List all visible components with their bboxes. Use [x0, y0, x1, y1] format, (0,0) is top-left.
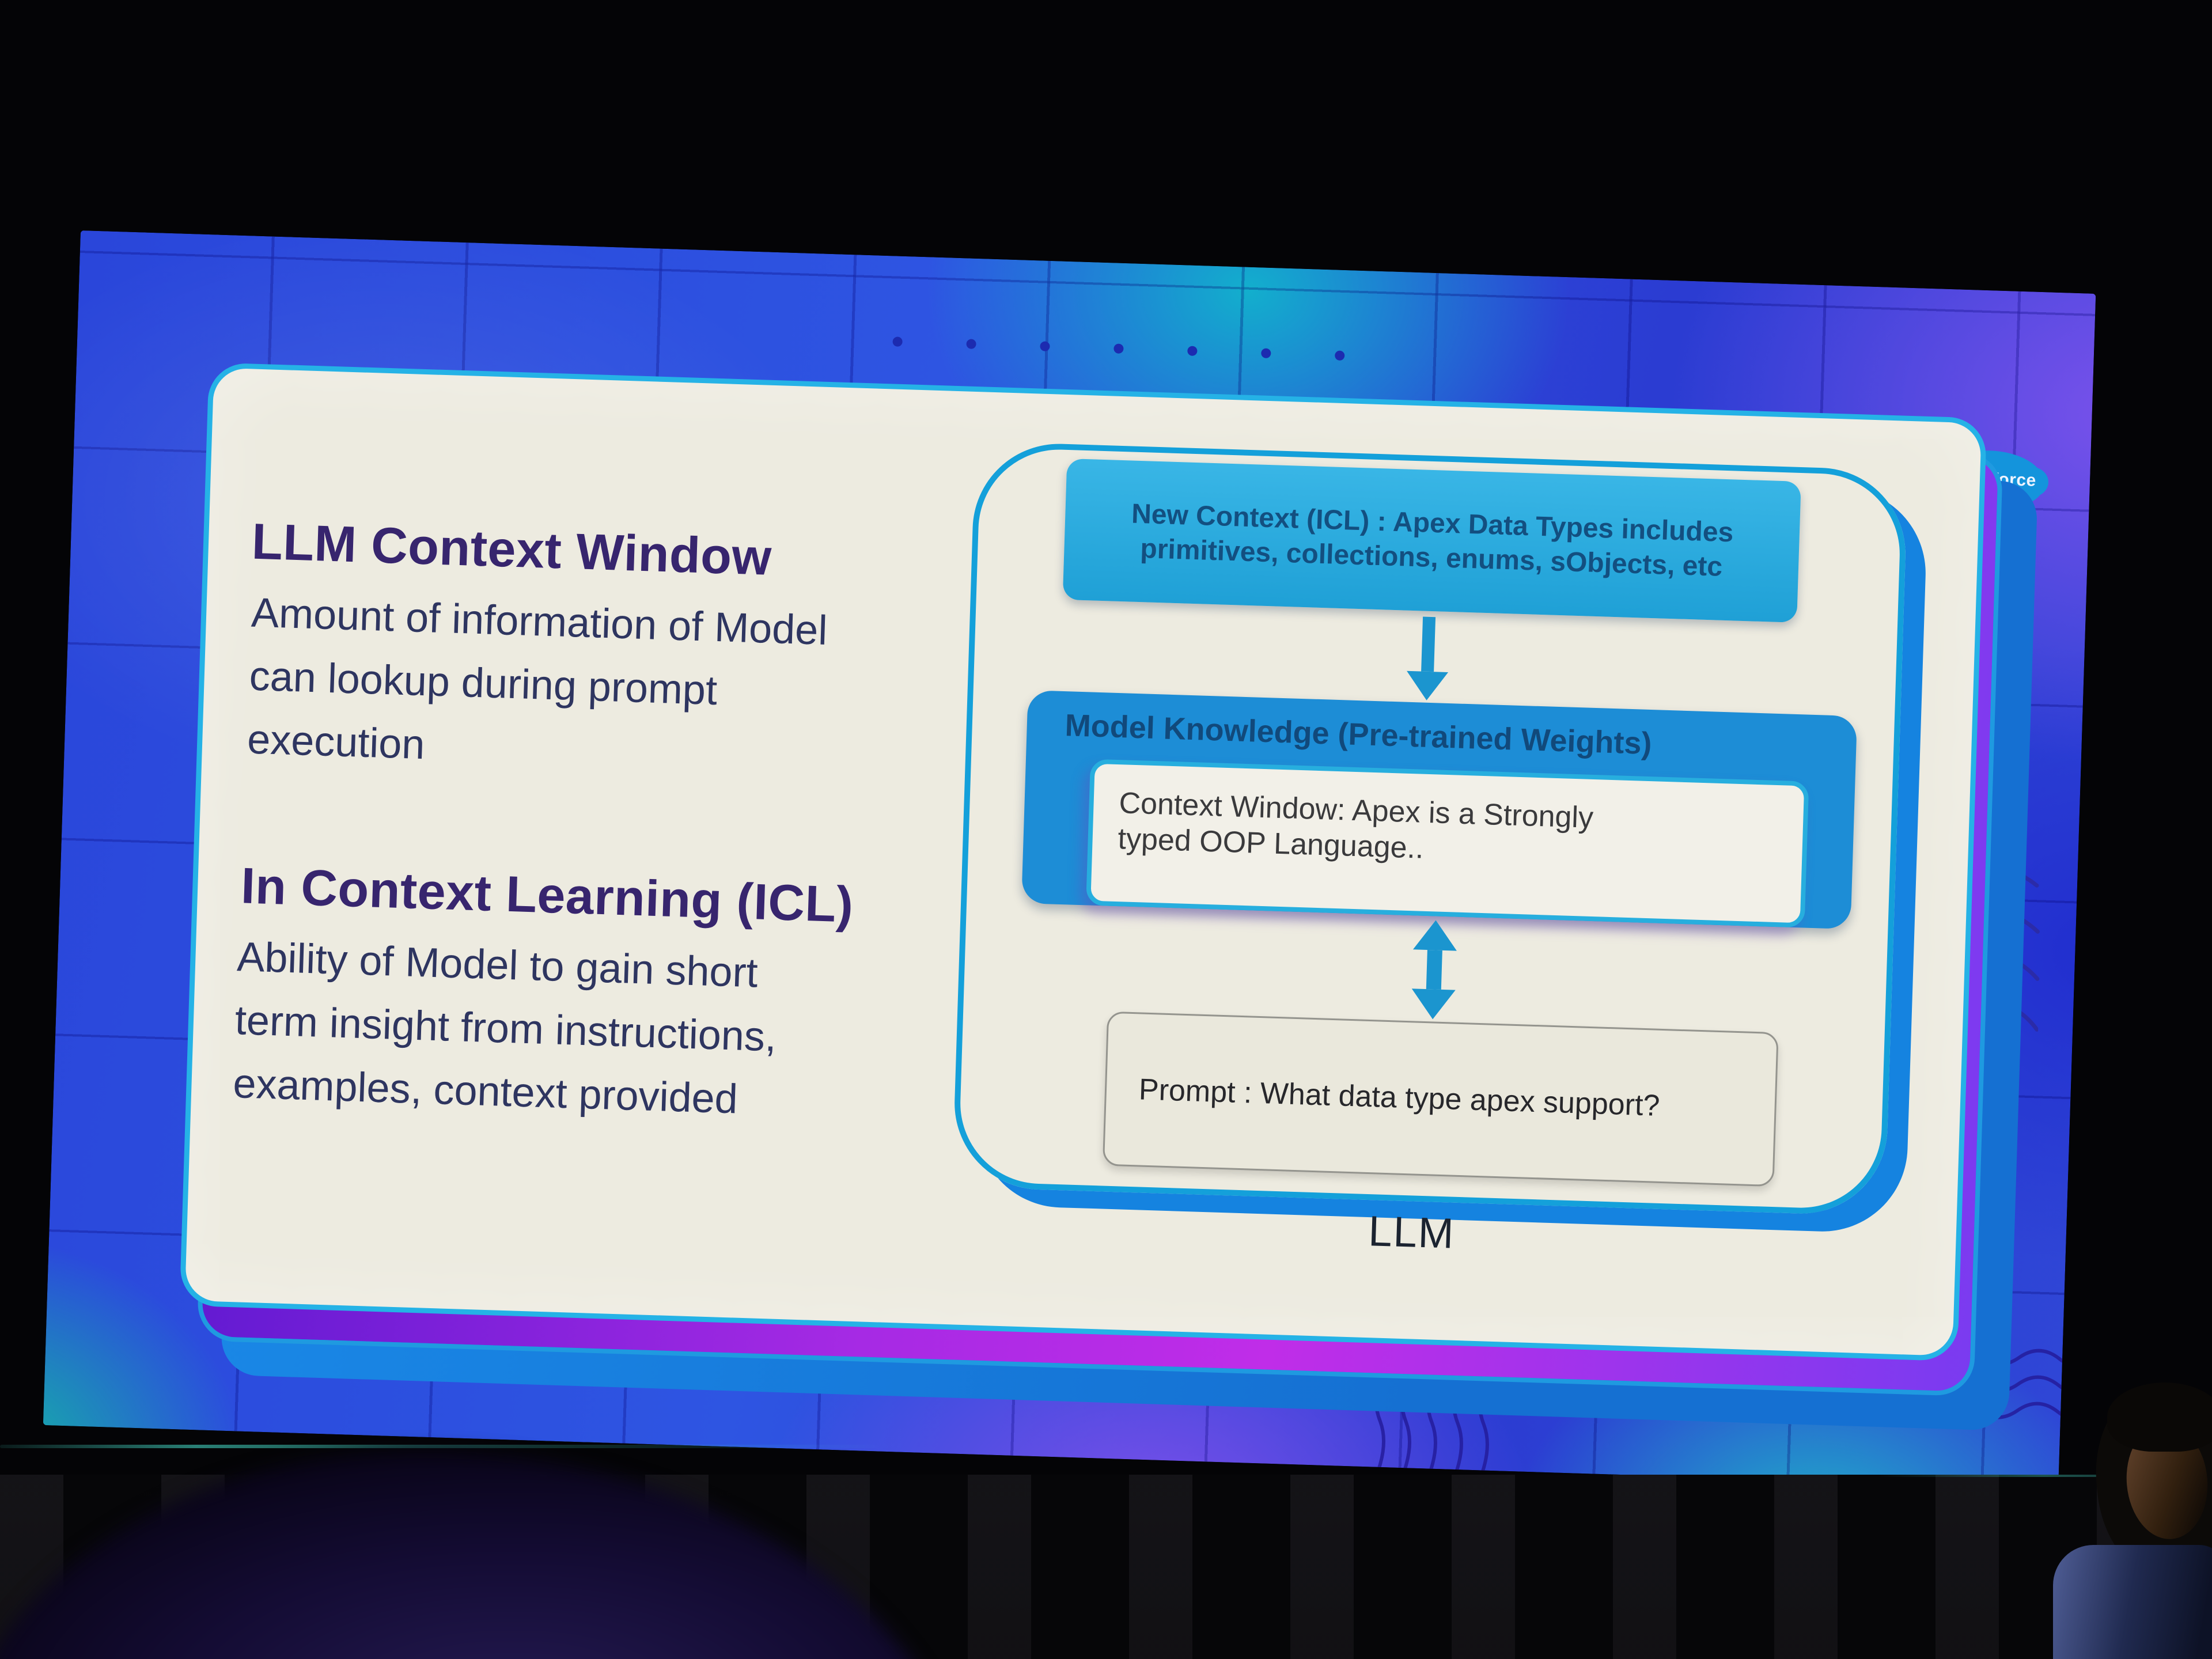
down-arrow-icon [1406, 616, 1450, 701]
stage-light-line-left [0, 1445, 893, 1448]
dot-decoration [1261, 348, 1271, 359]
prompt-text: Prompt : What data type apex support? [1138, 1073, 1661, 1123]
speaker-hair-top [2107, 1382, 2212, 1452]
dot-decoration [1334, 350, 1345, 361]
double-arrow-icon [1411, 919, 1458, 1020]
speaker-person [2039, 1377, 2212, 1659]
dot-decoration [1040, 341, 1050, 351]
model-knowledge-box: Model Knowledge (Pre-trained Weights) Co… [1021, 690, 1858, 930]
speaker-shirt [2053, 1545, 2212, 1659]
model-knowledge-title: Model Knowledge (Pre-trained Weights) [1064, 708, 1653, 762]
stage-light-line-right [1878, 1475, 2212, 1477]
slide-content-card: LLM Context Window Amount of information… [179, 362, 1987, 1362]
prompt-box: Prompt : What data type apex support? [1102, 1011, 1779, 1187]
dot-decoration [892, 336, 903, 347]
section-body-in-context-learning: Ability of Model to gain short term insi… [232, 925, 779, 1132]
dot-decoration [1187, 346, 1198, 356]
section-heading-in-context-learning: In Context Learning (ICL) [240, 857, 855, 933]
context-window-box: Context Window: Apex is a Strongly typed… [1086, 759, 1809, 928]
section-heading-llm-context-window: LLM Context Window [251, 512, 773, 586]
dot-decoration [1113, 343, 1124, 354]
section-body-llm-context-window: Amount of information of Model can looku… [247, 581, 828, 789]
presentation-slide: salesforce LLM Context Window Amount of … [43, 230, 2096, 1488]
new-context-box: New Context (ICL) : Apex Data Types incl… [1062, 458, 1801, 623]
dot-decoration [966, 339, 976, 349]
